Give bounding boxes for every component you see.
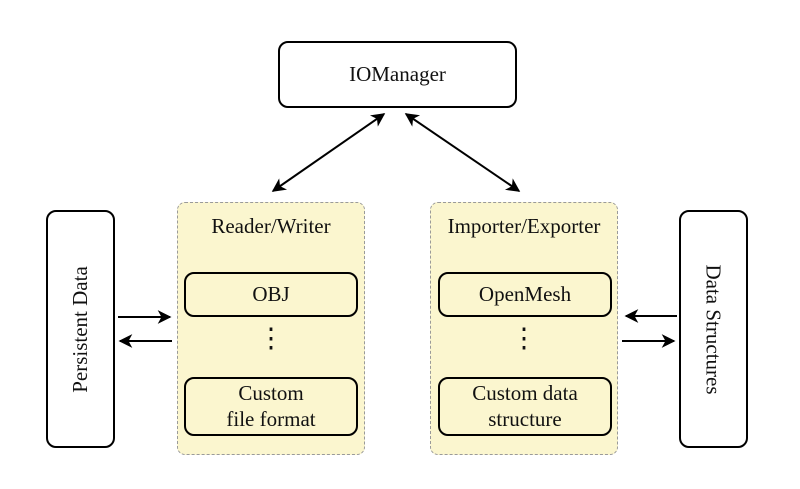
data-structures-node: Data Structures [679,210,748,448]
reader-writer-ellipsis-icon: ⋮ [257,323,285,353]
importer-exporter-ellipsis-icon: ⋮ [510,323,538,353]
iomanager-node: IOManager [278,41,517,108]
importer-exporter-group-label: Importer/Exporter [447,214,601,238]
obj-node: OBJ [184,272,358,317]
reader-writer-group-label: Reader/Writer [211,214,331,238]
arrow-iomanager-readerwriter [271,113,386,192]
persistent-data-label: Persistent Data [68,265,92,393]
data-structures-label: Data Structures [702,263,727,395]
openmesh-node: OpenMesh [438,272,612,317]
persistent-data-node: Persistent Data [46,210,115,448]
reader-writer-group: Reader/Writer OBJ ⋮ Custom file format [177,202,365,455]
custom-data-structure-node: Custom data structure [438,377,612,436]
iomanager-label: IOManager [349,62,446,86]
importer-exporter-group: Importer/Exporter OpenMesh ⋮ Custom data… [430,202,618,455]
arrow-iomanager-importerexporter [404,113,521,192]
custom-file-format-node: Custom file format [184,377,358,436]
